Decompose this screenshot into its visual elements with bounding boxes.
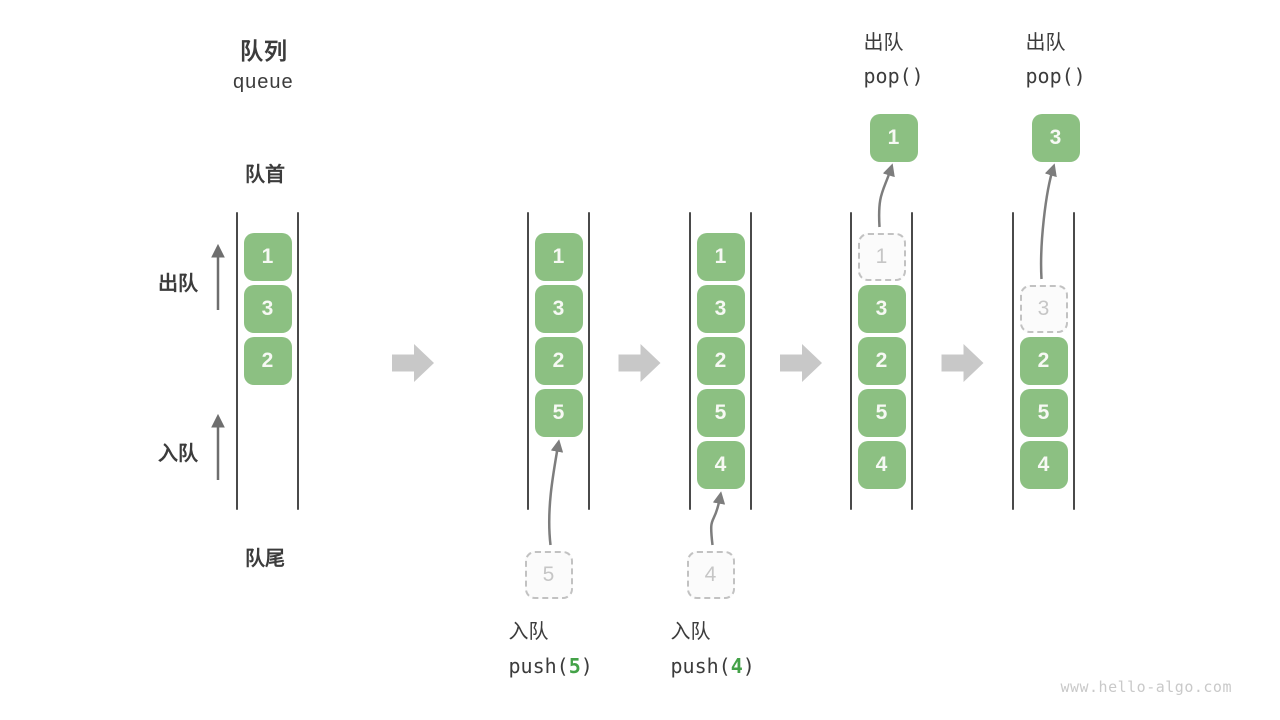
popped-item: 1 — [869, 114, 918, 162]
queue-wall-left — [1012, 212, 1014, 510]
state-transition-arrow — [780, 344, 822, 382]
queue-item: 5 — [1019, 389, 1068, 437]
code-text: ) — [580, 654, 593, 678]
queue-wall-right — [750, 212, 752, 510]
queue-item: 3 — [857, 285, 906, 333]
incoming-item-ghost: 5 — [524, 551, 573, 599]
label-dequeue: 出队 — [158, 273, 198, 295]
queue-item: 4 — [1019, 441, 1068, 489]
queue-item: 2 — [243, 337, 292, 385]
queue-wall-right — [1073, 212, 1075, 510]
queue-item-ghost: 3 — [1019, 285, 1068, 333]
arrow — [877, 163, 895, 228]
code-text: push( — [508, 654, 569, 678]
state-transition-arrow — [392, 344, 434, 382]
code-text: ) — [742, 654, 755, 678]
pop-header: 出队 pop() — [864, 33, 924, 86]
pop-header-label: 出队 — [1025, 32, 1066, 54]
queue-wall-left — [850, 212, 852, 510]
push-caption-code: push(5) — [509, 656, 593, 676]
code-text: push( — [670, 654, 731, 678]
queue-wall-left — [236, 212, 238, 510]
state-transition-arrow — [618, 344, 661, 382]
queue-wall-right — [911, 212, 913, 510]
pop-header-code: pop() — [863, 64, 924, 88]
pop-header-label: 出队 — [863, 32, 904, 54]
queue-item: 1 — [696, 233, 745, 281]
queue-item: 4 — [696, 441, 745, 489]
queue-item: 2 — [1019, 337, 1068, 385]
popped-item: 3 — [1031, 114, 1080, 162]
queue-item: 5 — [534, 389, 583, 437]
queue-item: 2 — [696, 337, 745, 385]
queue-wall-left — [527, 212, 529, 510]
queue-item-ghost: 1 — [857, 233, 906, 281]
push-caption: 入队 push(4) — [671, 622, 755, 676]
queue-item: 1 — [243, 233, 292, 281]
arrow — [1039, 163, 1057, 280]
push-caption-code: push(4) — [671, 656, 755, 676]
push-caption-label: 入队 — [508, 621, 549, 643]
arrow — [709, 491, 726, 546]
pop-header-code: pop() — [1025, 64, 1086, 88]
queue-item: 5 — [857, 389, 906, 437]
code-arg: 4 — [730, 654, 743, 678]
queue-item: 5 — [696, 389, 745, 437]
pop-header: 出队 pop() — [1026, 33, 1086, 86]
queue-item: 2 — [857, 337, 906, 385]
queue-item: 4 — [857, 441, 906, 489]
queue-item: 1 — [534, 233, 583, 281]
diagram-title-en: queue — [233, 71, 294, 93]
incoming-item-ghost: 4 — [686, 551, 735, 599]
queue-wall-left — [689, 212, 691, 510]
queue-wall-right — [297, 212, 299, 510]
state-transition-arrow — [941, 344, 984, 382]
arrow — [547, 439, 564, 546]
code-arg: 5 — [568, 654, 581, 678]
queue-wall-right — [588, 212, 590, 510]
push-caption-label: 入队 — [670, 621, 711, 643]
watermark: www.hello-algo.com — [1060, 678, 1232, 696]
queue-item: 3 — [243, 285, 292, 333]
label-queue-front: 队首 — [245, 164, 285, 186]
push-caption: 入队 push(5) — [509, 622, 593, 676]
label-queue-rear: 队尾 — [245, 548, 285, 570]
queue-item: 2 — [534, 337, 583, 385]
diagram-title-zh: 队列 — [240, 38, 288, 64]
label-enqueue: 入队 — [158, 443, 198, 465]
queue-item: 3 — [696, 285, 745, 333]
queue-item: 3 — [534, 285, 583, 333]
